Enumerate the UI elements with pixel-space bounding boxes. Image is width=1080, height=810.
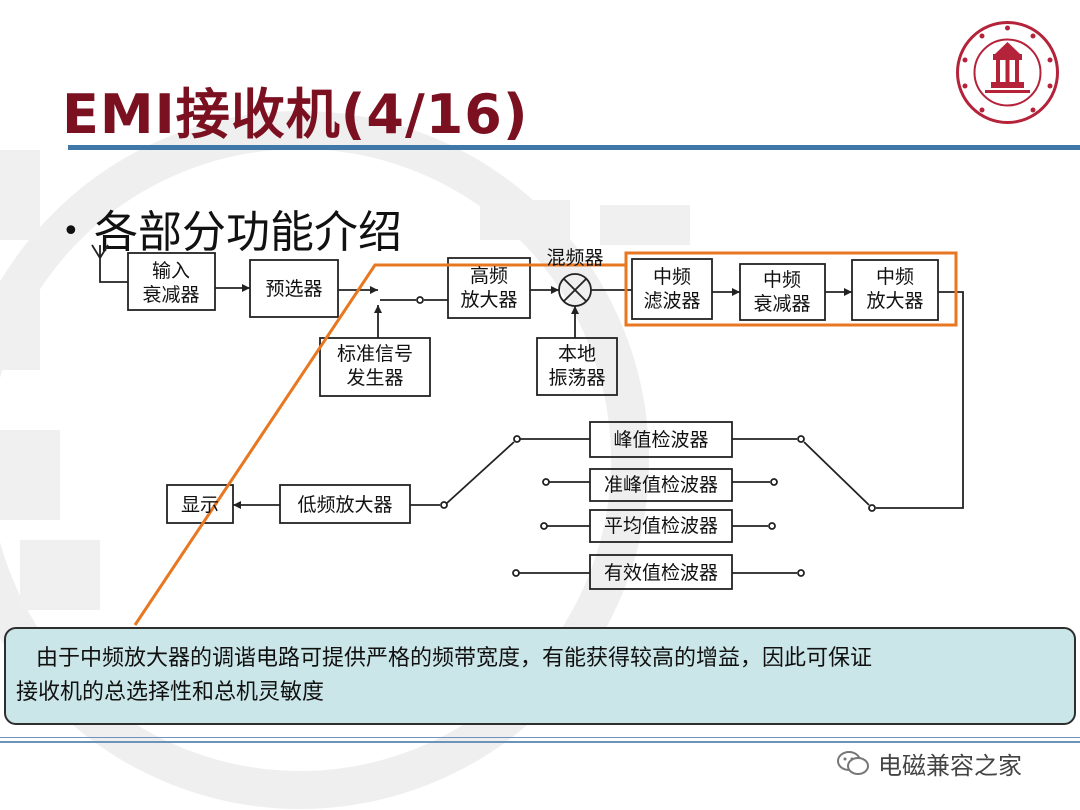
local-oscillator-label-1: 本地 xyxy=(558,343,596,365)
rf-amplifier-label-1: 高频 xyxy=(470,265,508,287)
bullet-dot: • xyxy=(62,214,80,249)
input-attenuator-label-1: 输入 xyxy=(152,260,190,282)
explanation-callout: 由于中频放大器的调谐电路可提供严格的频带宽度，有能获得较高的增益，因此可保证 接… xyxy=(4,627,1076,725)
if-amplifier-label-1: 中频 xyxy=(876,266,914,288)
footer-divider-top xyxy=(0,737,1080,738)
rms-detector-label: 有效值检波器 xyxy=(604,562,718,584)
if-amplifier-label-2: 放大器 xyxy=(866,290,923,312)
if-attenuator-label-2: 衰减器 xyxy=(753,293,810,315)
callout-line-1: 由于中频放大器的调谐电路可提供严格的频带宽度，有能获得较高的增益，因此可保证 xyxy=(36,646,873,671)
rf-amplifier-label-2: 放大器 xyxy=(460,289,517,311)
slide-title: EMI接收机(4/16) xyxy=(62,83,529,146)
if-attenuator-label-1: 中频 xyxy=(763,269,801,291)
average-detector-label: 平均值检波器 xyxy=(604,515,718,537)
bullet-item: • 各部分功能介绍 xyxy=(62,196,402,260)
if-chain-highlight-box xyxy=(624,251,958,327)
input-attenuator-label-2: 衰减器 xyxy=(142,284,199,306)
std-signal-generator-label-2: 发生器 xyxy=(346,367,403,389)
quasi-peak-detector-label: 准峰值检波器 xyxy=(604,474,718,496)
callout-line-2: 接收机的总选择性和总机灵敏度 xyxy=(16,680,325,705)
local-oscillator-label-2: 振荡器 xyxy=(548,367,605,389)
bullet-text: 各部分功能介绍 xyxy=(94,207,402,258)
preselector-label: 预选器 xyxy=(265,278,322,300)
af-amplifier-label: 低频放大器 xyxy=(297,494,392,516)
if-filter-label-2: 滤波器 xyxy=(643,290,700,312)
university-seal-logo xyxy=(956,21,1059,124)
mixer-label: 混频器 xyxy=(546,247,603,269)
wechat-watermark: 电磁兼容之家 xyxy=(836,746,1022,780)
std-signal-generator-label-1: 标准信号 xyxy=(337,343,413,365)
footer-divider-bottom xyxy=(0,741,1080,743)
if-filter-label-1: 中频 xyxy=(653,266,691,288)
callout-pointer-line xyxy=(133,263,626,626)
watermark-text: 电磁兼容之家 xyxy=(878,751,1022,780)
wechat-icon xyxy=(837,751,869,775)
peak-detector-label: 峰值检波器 xyxy=(613,429,708,451)
title-divider xyxy=(68,145,1080,150)
display-label: 显示 xyxy=(181,494,219,516)
